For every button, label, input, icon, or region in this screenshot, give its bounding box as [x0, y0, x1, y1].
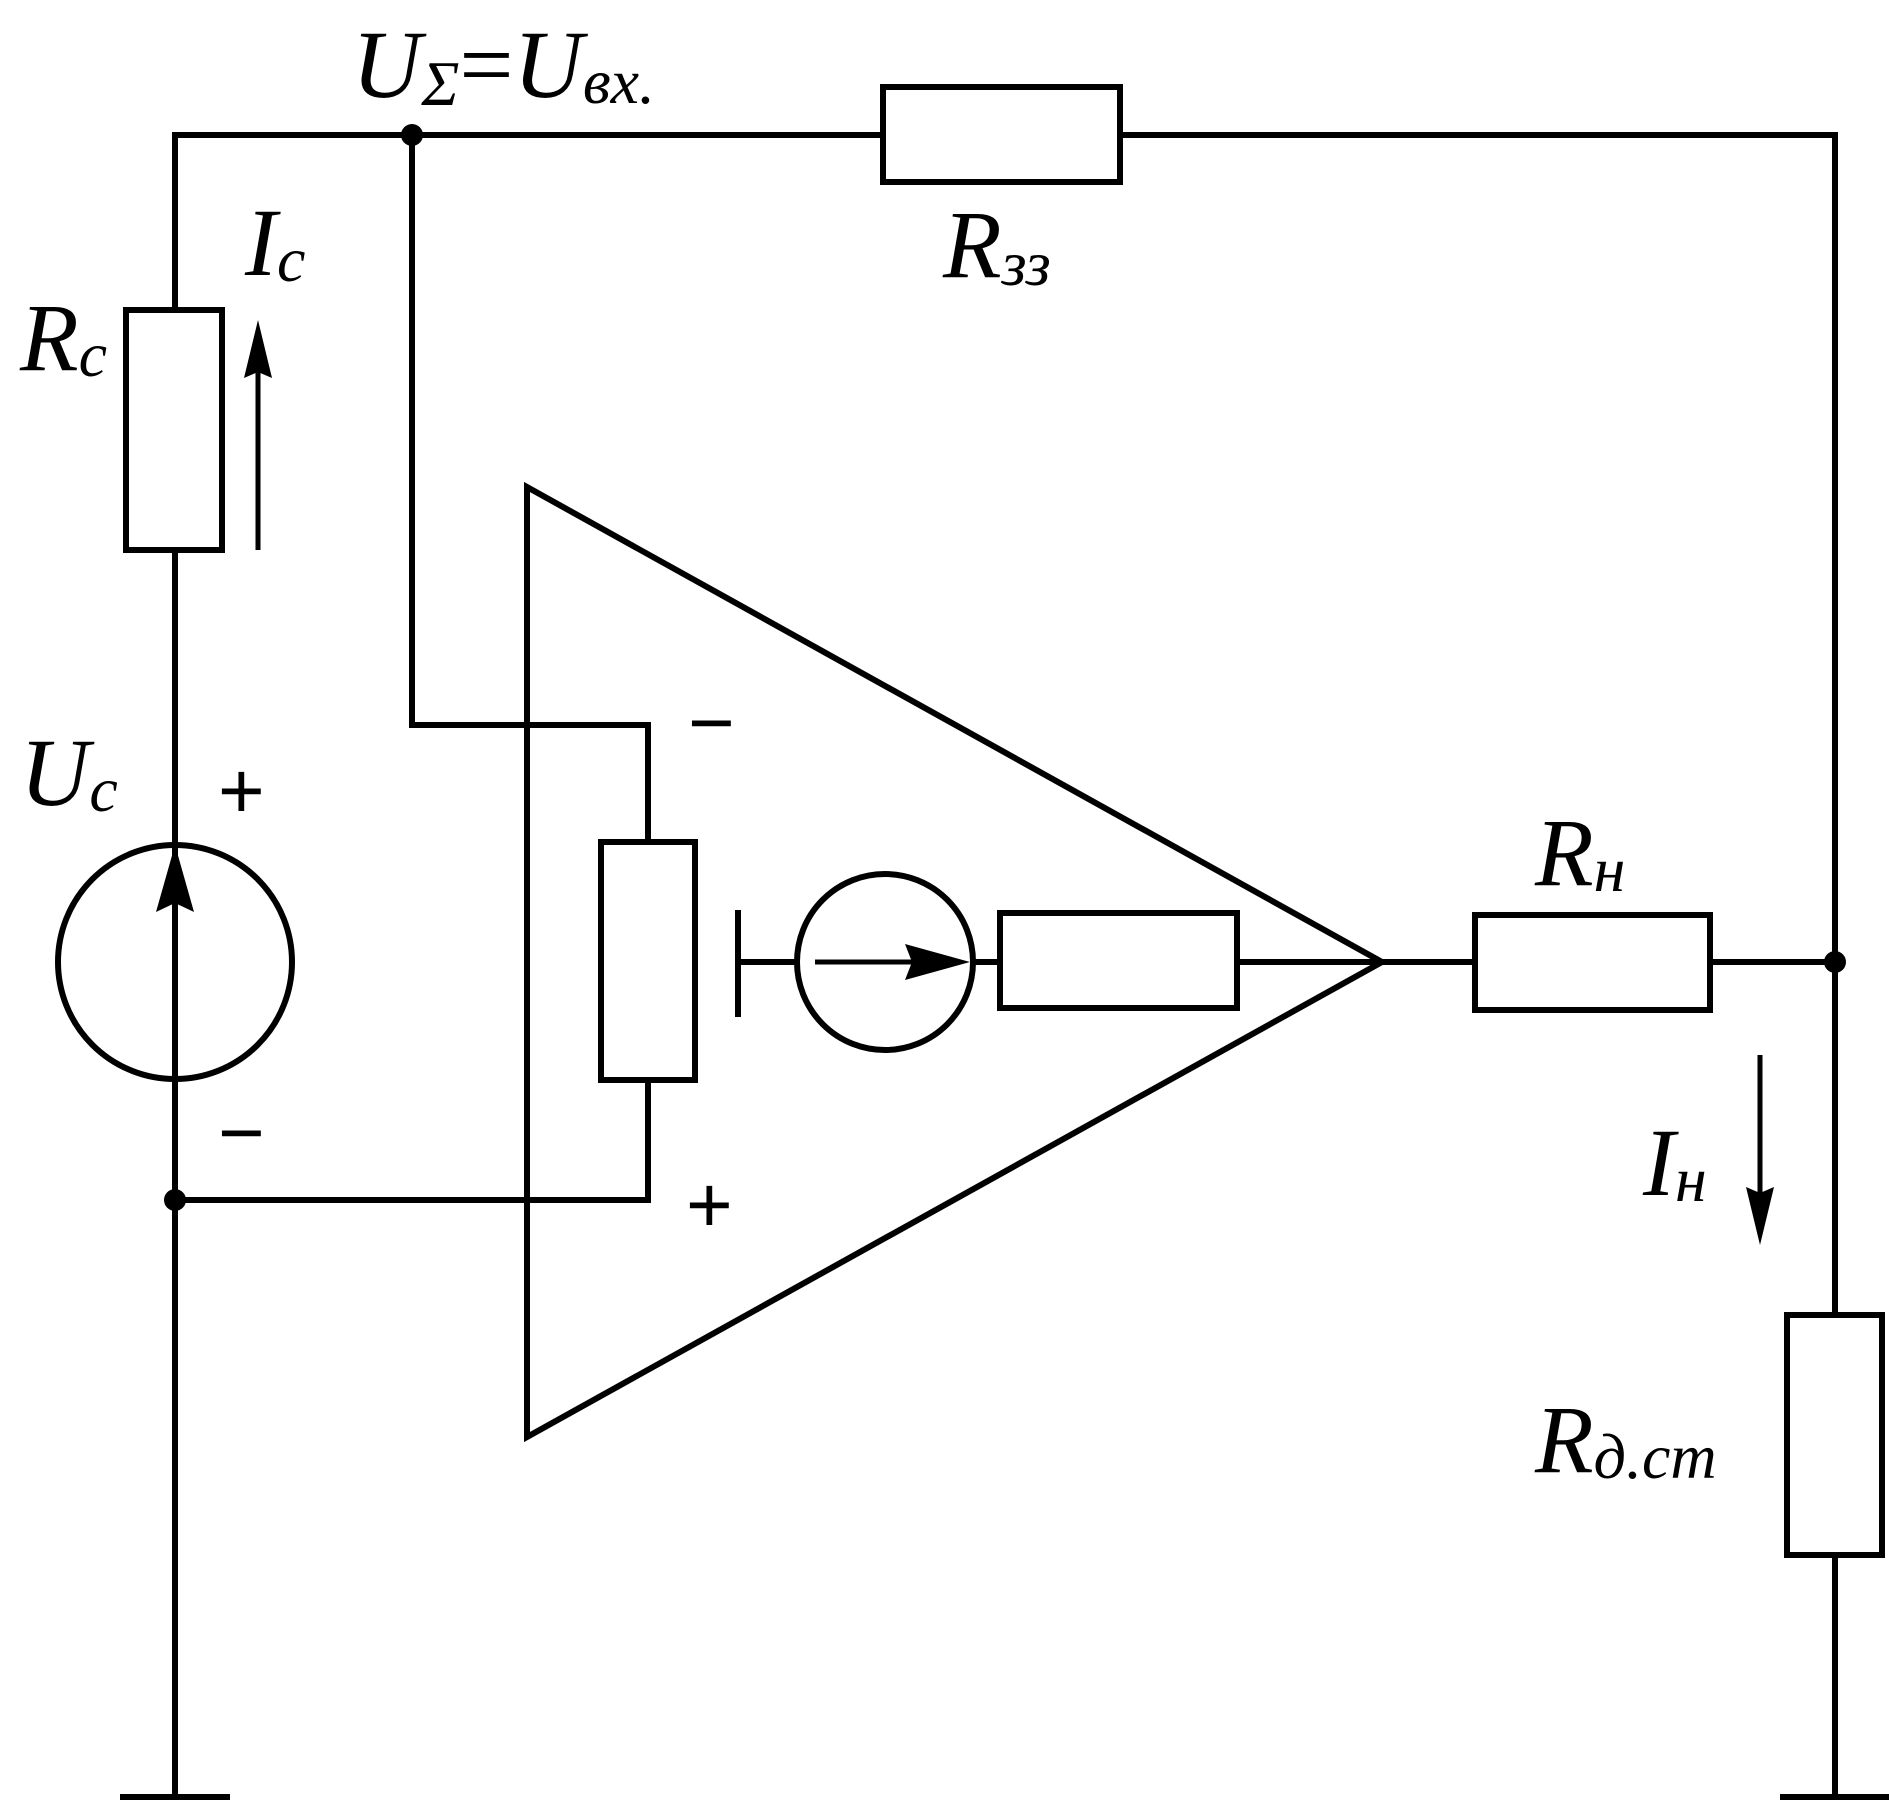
arrow-in-head: [1746, 1187, 1774, 1245]
resistor-input: [598, 839, 698, 1083]
arrow-ic-head: [244, 320, 272, 378]
resistor-r-sensor: [1784, 1312, 1885, 1558]
opamp-internal-source: [735, 871, 1382, 1053]
opamp-triangle: [524, 481, 1389, 1443]
resistor-r-source: [123, 307, 225, 553]
sign-source-plus: +: [218, 746, 265, 835]
wire-top-right: [1120, 132, 1838, 1315]
voltage-source-arrow-head: [156, 845, 194, 912]
resistor-output-internal: [997, 910, 1240, 1011]
node-sum-junction: [401, 124, 423, 146]
current-arrow-ic: [244, 320, 272, 550]
label-u-c: Uc: [20, 719, 118, 826]
wire-noninverting-input: [175, 1080, 651, 1203]
label-r-load: Rн: [1534, 799, 1625, 906]
label-r-c: Rc: [19, 284, 107, 391]
wires: [172, 132, 1838, 1797]
node-ground-junction: [164, 1189, 186, 1211]
internal-source-arrow-head: [905, 944, 970, 980]
voltage-source-uc: [55, 842, 295, 1082]
label-i-load: Iн: [1642, 1109, 1707, 1216]
node-output-junction: [1824, 951, 1846, 973]
label-i-c: Ic: [244, 189, 305, 296]
resistor-r-load: [1472, 912, 1713, 1013]
label-u-sum-eq-u-in: UΣ=Uвх.: [352, 11, 655, 119]
sign-opamp-inverting: −: [688, 678, 735, 767]
resistor-r-feedback: [880, 84, 1123, 185]
label-r-feedback: Rзз: [942, 191, 1051, 299]
sign-opamp-noninverting: +: [686, 1160, 733, 1249]
label-r-sensor: Rд.ст: [1534, 1386, 1717, 1493]
sign-source-minus: −: [218, 1088, 265, 1177]
current-arrow-in: [1746, 1055, 1774, 1245]
